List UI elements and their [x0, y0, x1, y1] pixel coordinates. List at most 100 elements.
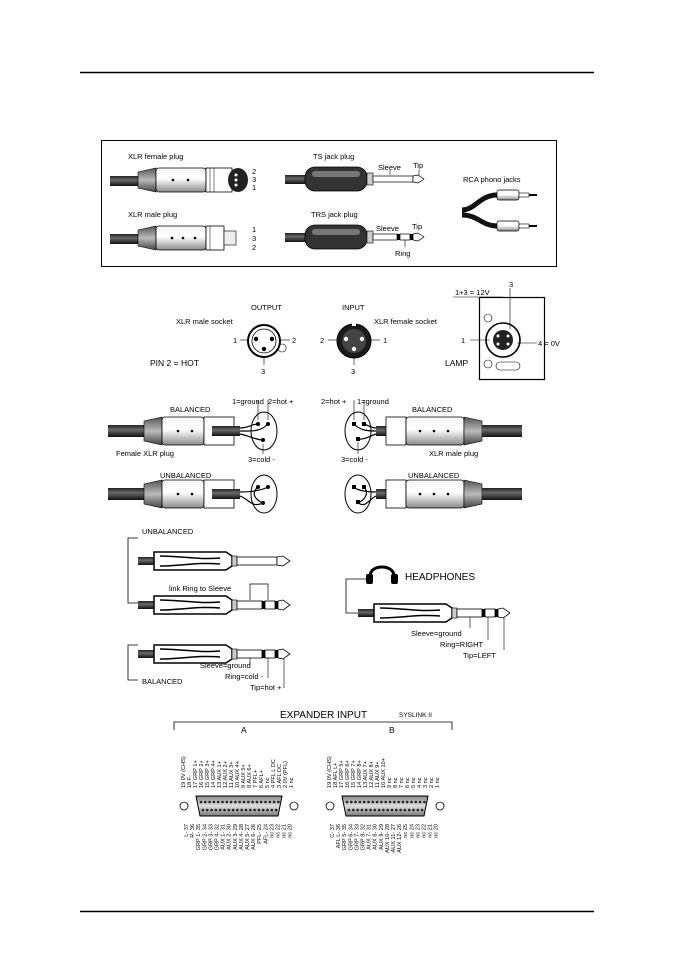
expander-a-top-pin-15: 4 PFL L DC	[271, 759, 277, 788]
expander-a-pin-dot-top-7	[229, 800, 233, 804]
expander-b-pin-dot-top-2	[354, 800, 357, 804]
expander-b-top-pin-1: 18 AFL L+	[333, 763, 339, 788]
expander-b-pin-dot-top-14	[405, 800, 409, 804]
balanced-label-left: BALANCED	[170, 405, 211, 414]
expander-a-pin-dot-bottom-17	[274, 808, 278, 812]
expander-b-bottom-pin-4: GRP 7- 33	[354, 824, 360, 850]
expander-b-pin-dot-bottom-17	[420, 808, 424, 812]
hot-label-right: 2=hot +	[321, 397, 347, 406]
expander-a-pin-dot-top-9	[238, 800, 241, 804]
expander-b-pin-dot-bottom-7	[377, 808, 381, 812]
lamp-socket	[453, 288, 546, 381]
hp-tip-left-label: Tip=LEFT	[463, 651, 496, 660]
expander-a-bottom-pin-14: nc 23	[269, 824, 275, 838]
expander-a-pin-dot-top-1	[204, 800, 207, 804]
expander-a-pin-dot-bottom-8	[236, 808, 239, 812]
xlr-male-pin-a: 1	[252, 225, 256, 234]
expander-b-bottom-pin-8: AUX 9- 29	[379, 824, 385, 850]
expander-b-bottom-pin-13: nc 24	[409, 824, 415, 838]
cold-label-right: 3=cold -	[341, 455, 368, 464]
expander-b-pin-dot-top-8	[380, 800, 383, 804]
jack-sleeve-ground-label: Sleeve=ground	[200, 661, 251, 670]
expander-b-pin-dot-bottom-6	[373, 808, 377, 812]
lamp-0v-label: 4 = 0V	[538, 339, 560, 348]
expander-a-bottom-pin-1: R- 36	[190, 824, 196, 838]
input-socket	[328, 322, 380, 365]
expander-a-pin-dot-top-11	[247, 800, 250, 804]
ts-jack-plug-drawing	[285, 166, 425, 192]
link-ring-sleeve-label: link Ring to Sleeve	[169, 584, 231, 593]
expander-a-pin-dot-top-0	[199, 800, 203, 804]
lamp-12v-label: 1+3 = 12V	[455, 288, 490, 297]
xlr-male-plug-drawing	[110, 225, 237, 251]
expander-b-pin-dot-bottom-13	[403, 808, 407, 812]
xlr-female-pin-a: 2	[252, 167, 256, 176]
output-pin-1: 1	[233, 336, 237, 345]
expander-a-pin-dot-bottom-7	[231, 808, 235, 812]
expander-a-bottom-pin-15: nc 22	[276, 824, 282, 838]
headphones-title: HEADPHONES	[405, 572, 475, 583]
expander-a-top-pin-7: 12 AUX 2+	[223, 761, 229, 788]
expander-a-bottom-pin-12: PFL- 25	[257, 824, 263, 844]
ts-jack-plug-label: TS jack plug	[313, 152, 354, 161]
expander-b-top-pin-11: 8 nc	[393, 777, 399, 788]
unbalanced-label-right: UNBALANCED	[408, 471, 460, 480]
expander-b-bottom-pin-15: nc 22	[422, 824, 428, 838]
xlr-female-pin-c: 1	[252, 183, 256, 192]
female-xlr-balanced-drawing	[108, 400, 278, 454]
expander-b-pin-dot-top-5	[367, 800, 370, 804]
expander-b-top-pin-10: 9 nc	[387, 777, 393, 788]
xlr-male-pin-c: 2	[252, 243, 256, 252]
expander-a-top-pin-16: 3 AFL DC	[277, 764, 283, 788]
expander-b-pin-dot-top-11	[393, 800, 396, 804]
expander-b-pin-dot-top-12	[397, 800, 400, 804]
input-label: INPUT	[342, 303, 365, 312]
expander-b-pin-dot-top-3	[358, 800, 362, 804]
trs-tip-label: Tip	[412, 222, 422, 231]
expander-a-bottom-pin-9: AUX 4- 28	[239, 824, 245, 850]
expander-b-top-pin-17: 2 nc	[429, 777, 435, 788]
ground-label-right: 1=ground	[357, 397, 389, 406]
expander-b-top-pin-16: 3 nc	[423, 777, 429, 788]
expander-b-pin-dot-bottom-1	[352, 808, 355, 812]
female-xlr-plug-label: Female XLR plug	[116, 449, 174, 458]
expander-a-pin-dot-top-17	[272, 800, 276, 804]
expander-b-top-pin-0: 19 0V (CHS)	[327, 756, 333, 788]
pin2-hot-label: PIN 2 = HOT	[150, 358, 199, 368]
expander-a-top-pin-11: 8 AUX 6+	[247, 764, 253, 788]
lamp-pin-1: 1	[461, 336, 465, 345]
expander-a-bottom-pin-16: nc 21	[282, 824, 288, 838]
expander-b-top-pin-5: 14 GRP 8+	[357, 760, 363, 788]
input-pin-2: 2	[320, 336, 324, 345]
expander-b-pin-dot-bottom-15	[412, 808, 415, 812]
expander-a-bottom-pin-0: L- 37	[184, 824, 190, 837]
expander-b-pin-dot-bottom-9	[386, 808, 390, 812]
expander-a-pin-dot-bottom-14	[261, 808, 265, 812]
xlr-male-socket-label: XLR male socket	[176, 317, 234, 326]
expander-b-pin-dot-top-0	[345, 800, 349, 804]
expander-b-pin-dot-top-6	[371, 800, 375, 804]
expander-b-pin-dot-bottom-16	[416, 808, 420, 812]
expander-b-pin-dot-top-15	[410, 800, 413, 804]
lamp-label: LAMP	[445, 358, 468, 368]
expander-b-bottom-pin-14: nc 23	[415, 824, 421, 838]
expander-a-top-pin-17: 2 0V (PFL)	[283, 761, 289, 788]
jack-wiring-drawings	[127, 537, 291, 688]
expander-b-bottom-pin-5: GRP 8- 32	[361, 824, 367, 850]
expander-a-pin-dot-top-18	[277, 800, 280, 804]
expander-b-bottom-pin-11: AUX 12- 26	[397, 824, 403, 853]
cold-label-left: 3=cold -	[248, 455, 275, 464]
expander-a-top-pin-18: 1 nc	[289, 777, 295, 788]
output-socket	[240, 324, 290, 365]
unbalanced-label-left: UNBALANCED	[160, 471, 212, 480]
expander-a-top-pin-4: 15 GRP 3+	[205, 760, 211, 788]
expander-title: EXPANDER INPUT	[280, 710, 367, 721]
xlr-female-plug-label: XLR female plug	[128, 152, 183, 161]
expander-a-top-pin-9: 10 AUX 4+	[235, 761, 241, 788]
plug-types-panel: XLR female plug 2 3 1 XLR male plug 1 3 …	[101, 140, 557, 267]
trs-jack-plug-label: TRS jack plug	[311, 210, 358, 219]
expander-a-bottom-pin-6: AUX 1- 31	[221, 824, 227, 850]
output-label: OUTPUT	[251, 303, 282, 312]
male-xlr-balanced-drawing	[344, 400, 522, 454]
female-xlr-unbalanced-drawing	[108, 474, 278, 514]
